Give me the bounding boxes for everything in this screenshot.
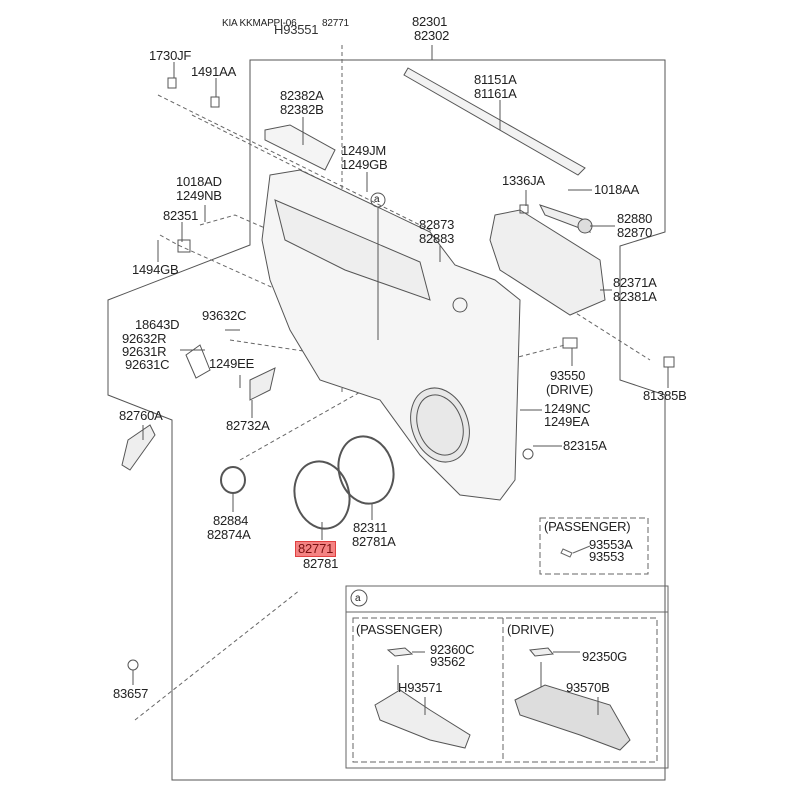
label-83657: 83657: [113, 686, 149, 701]
label-1494gb: 1494GB: [132, 262, 179, 277]
label-92631r: 92631R: [122, 344, 167, 359]
label-h93571: H93571: [398, 680, 443, 695]
label-82771-highlighted[interactable]: 82771: [294, 541, 337, 557]
label-1249ea: 1249EA: [544, 414, 590, 429]
label-82873: 82873: [419, 217, 455, 232]
label-82884: 82884: [213, 513, 249, 528]
label-1336ja: 1336JA: [502, 173, 545, 188]
belt-moulding-part: [403, 67, 586, 176]
speaker-82771: [293, 460, 351, 530]
bezel-92631r: [185, 344, 211, 379]
label-82302: 82302: [414, 28, 450, 43]
fastener-83657: [127, 659, 139, 671]
label-82382a: 82382A: [280, 88, 324, 103]
clip-1730jf: [167, 77, 177, 89]
detail-a-drive-title: (DRIVE): [507, 622, 554, 637]
speaker-grille-inner: [416, 394, 464, 456]
upper-trim-part: [489, 209, 606, 316]
label-82874a: 82874A: [207, 527, 251, 542]
label-93570b: 93570B: [566, 680, 610, 695]
label-1730jf: 1730JF: [149, 48, 192, 63]
passenger-note-box: [539, 517, 649, 575]
label-92631c: 92631C: [125, 357, 170, 372]
switch-bezel-h93571: [374, 689, 471, 749]
speaker-ring-82311: [337, 435, 395, 505]
label-82771-top: 82771: [322, 18, 349, 29]
clip-1491aa: [210, 96, 220, 108]
label-1491aa: 1491AA: [191, 64, 237, 79]
label-93553: 93553: [589, 549, 625, 564]
switch-assy-93570b: [514, 684, 631, 751]
label-1249jm: 1249JM: [341, 143, 387, 158]
callout-a-label: a: [374, 194, 380, 205]
main-frame-outline: [107, 59, 666, 781]
clip-82315a: [522, 448, 534, 460]
label-81151a: 81151A: [474, 72, 517, 87]
detail-a-marker: a: [355, 593, 361, 604]
label-82311: 82311: [353, 520, 388, 535]
detail-a-box: [345, 585, 669, 769]
label-82880: 82880: [617, 211, 653, 226]
dash-83657: [134, 589, 301, 721]
label-92360c: 92360C: [430, 642, 475, 657]
label-82351: 82351: [163, 208, 199, 223]
watermark-text: KIA KKMAPPI-06: [222, 18, 297, 29]
label-1018ad: 1018AD: [176, 174, 222, 189]
clip-1336ja: [519, 204, 529, 214]
label-82381a: 82381A: [613, 289, 657, 304]
label-82781: 82781: [303, 556, 339, 571]
label-h93551: H93551: [274, 22, 319, 37]
label-82870: 82870: [617, 225, 653, 240]
label-82382b: 82382B: [280, 102, 324, 117]
clip-93553: [560, 548, 573, 558]
label-82732a: 82732A: [226, 418, 270, 433]
label-1018aa: 1018AA: [594, 182, 640, 197]
detail-a-inner-box: [352, 617, 658, 763]
clip-81385b: [663, 356, 675, 368]
pad-92350g: [529, 647, 554, 657]
label-93632c: 93632C: [202, 308, 247, 323]
grommet-82884: [220, 466, 246, 494]
passenger-note-title: (PASSENGER): [544, 519, 631, 534]
detail-a-passenger-title: (PASSENGER): [356, 622, 443, 637]
label-82781a: 82781A: [352, 534, 396, 549]
label-93550: 93550: [550, 368, 586, 383]
label-18643d: 18643D: [135, 317, 180, 332]
handle-pocket: [452, 297, 468, 313]
label-82883: 82883: [419, 231, 455, 246]
label-82760a: 82760A: [119, 408, 163, 423]
label-93562: 93562: [430, 654, 466, 669]
label-1249gb: 1249GB: [341, 157, 388, 172]
seal-82760a: [121, 424, 156, 471]
label-1249nb: 1249NB: [176, 188, 222, 203]
pull-handle-part: [539, 204, 591, 233]
label-82371a: 82371A: [613, 275, 657, 290]
armrest-cover-part: [264, 124, 336, 171]
detail-a-marker-circle: [350, 589, 368, 607]
label-82315a: 82315A: [563, 438, 607, 453]
label-81161a: 81161A: [474, 86, 517, 101]
leader-93553: [572, 545, 591, 554]
label-92350g: 92350G: [582, 649, 628, 664]
label-82301: 82301: [412, 14, 448, 29]
label-92632r: 92632R: [122, 331, 167, 346]
bracket-82351: [177, 239, 191, 253]
pull-handle-end: [577, 218, 593, 234]
clip-93550: [562, 337, 578, 349]
label-93553a: 93553A: [589, 537, 633, 552]
label-1249ee: 1249EE: [209, 356, 255, 371]
label-93550-drive-note: (DRIVE): [546, 382, 593, 397]
label-81385b: 81385B: [643, 388, 687, 403]
bracket-82732a: [249, 367, 276, 401]
label-1249nc: 1249NC: [544, 401, 591, 416]
window-switch-area: [274, 199, 431, 301]
pad-92360c: [386, 647, 414, 657]
